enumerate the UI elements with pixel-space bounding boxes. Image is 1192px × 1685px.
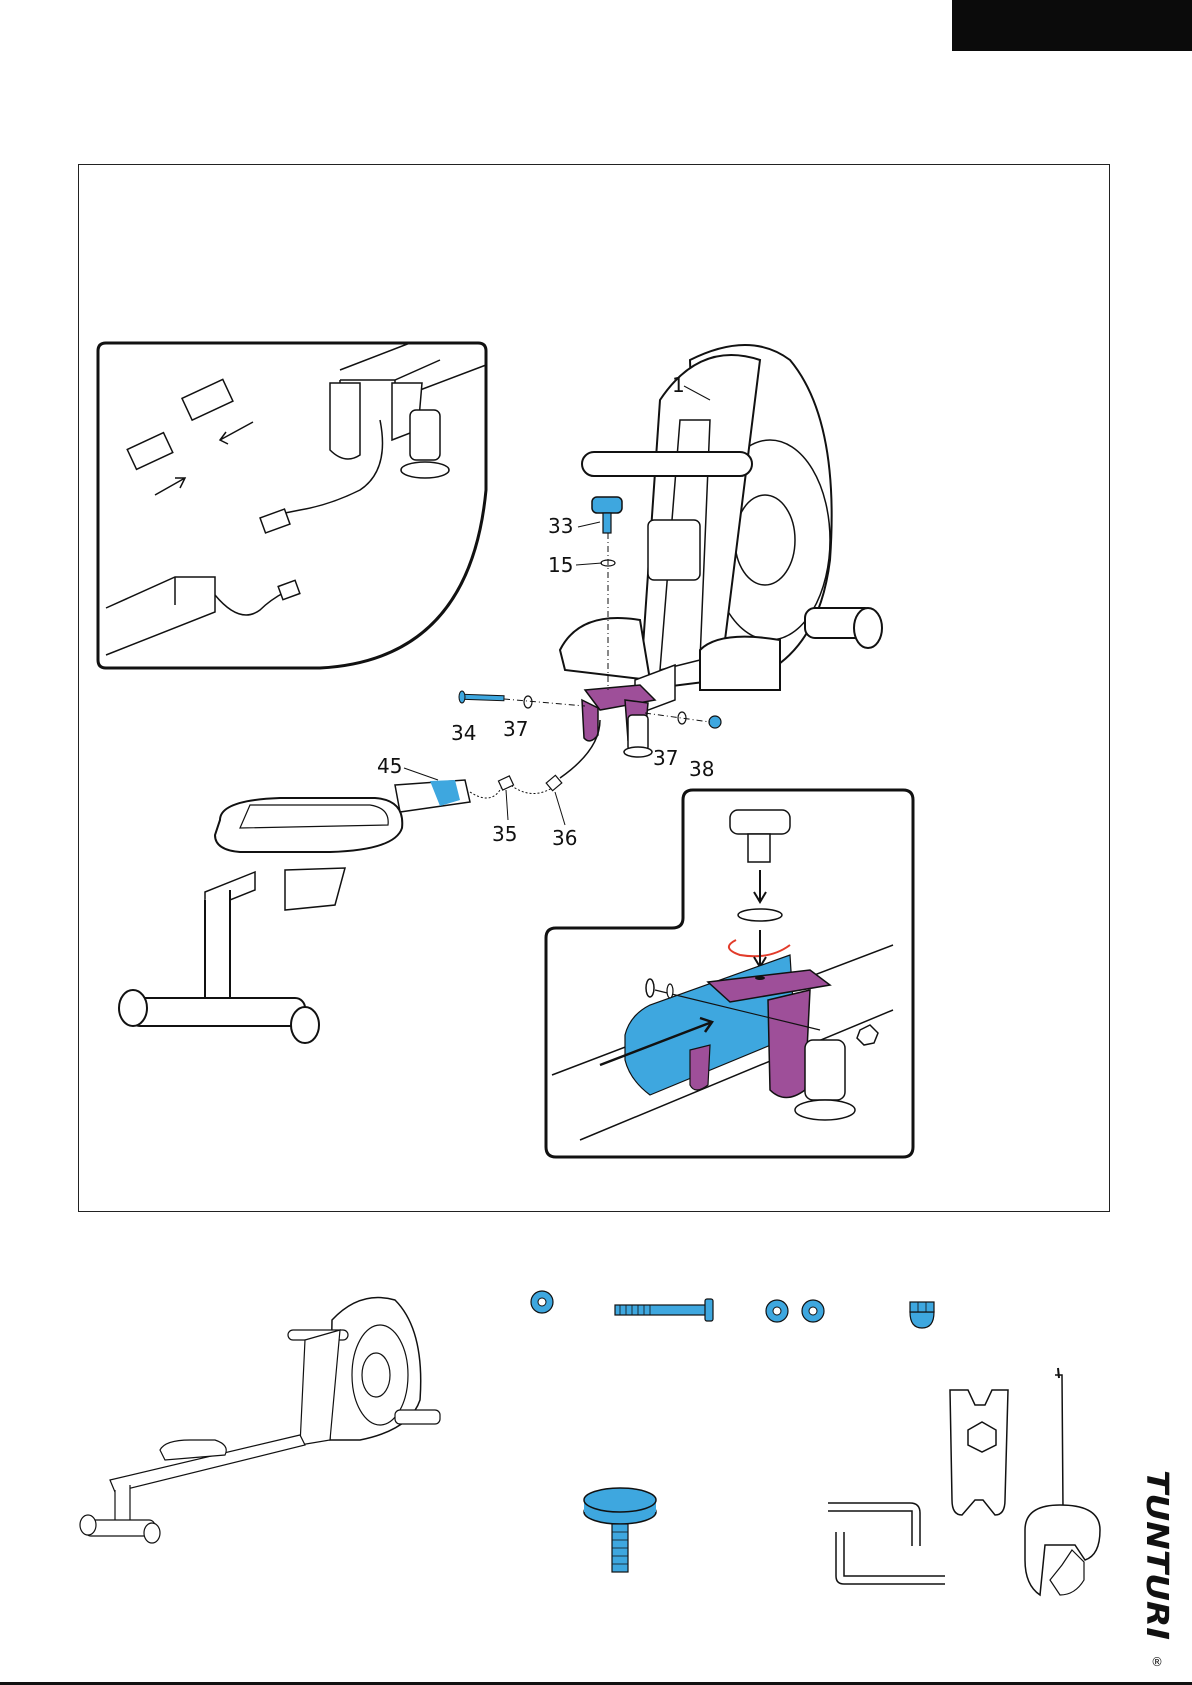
brand-name: TUNTURI — [1139, 1470, 1174, 1640]
cap-nut-icon — [910, 1302, 934, 1328]
washer-icon — [531, 1291, 553, 1313]
wrench-icon — [950, 1390, 1008, 1515]
knob-icon — [584, 1488, 656, 1572]
allen-key-icon — [828, 1503, 945, 1584]
bolt-icon — [615, 1299, 713, 1321]
washer-pair-icon — [766, 1300, 824, 1322]
screwdriver-icon — [1025, 1368, 1100, 1595]
brand-logo: TUNTURI ® — [1139, 1470, 1179, 1670]
rower-overview — [80, 1298, 440, 1544]
brand-registered-mark: ® — [1151, 1655, 1163, 1669]
